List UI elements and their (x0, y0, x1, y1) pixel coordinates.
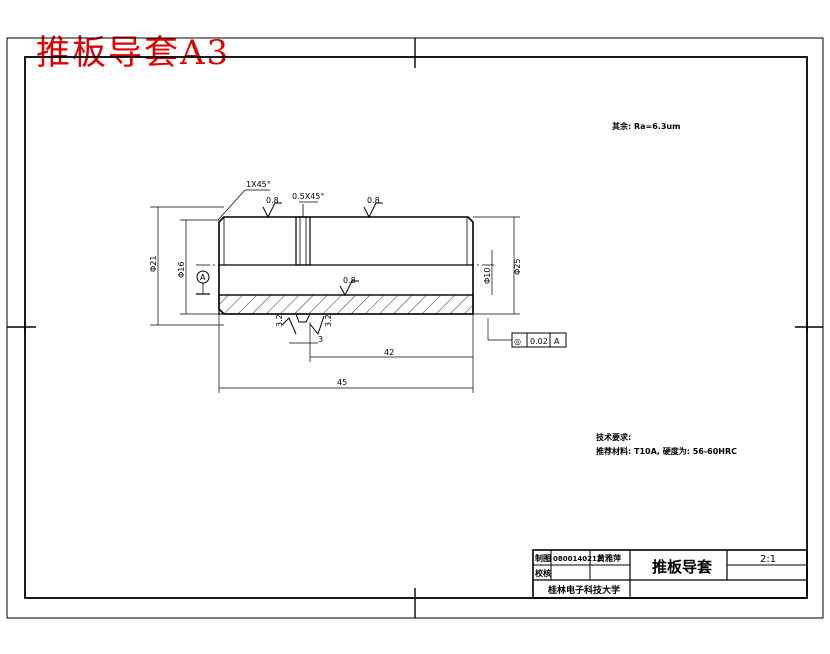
label-checked: 校核 (535, 568, 551, 578)
length-45-label: 45 (337, 378, 347, 387)
tech-requirements-heading: 技术要求: (596, 432, 631, 442)
section-hatch (218, 294, 474, 315)
outer-border (6, 37, 824, 619)
part-section-view (150, 189, 567, 393)
tolerance-datum: A (554, 337, 560, 346)
label-drawn: 制图 (535, 553, 551, 563)
roughness-label-b: 0.8 (367, 196, 380, 205)
inner-border (24, 56, 808, 599)
roughness-label-a: 0.8 (266, 196, 279, 205)
school-name: 桂林电子科技大学 (547, 584, 620, 596)
chamfer-left-label: 1X45° (246, 180, 271, 189)
chamfer-groove-label: 0.5X45° (292, 192, 324, 201)
part-outline (218, 216, 474, 315)
roughness-label-c: 0.8 (343, 276, 356, 285)
tolerance-value: 0.02 (530, 337, 548, 346)
tolerance-symbol: ◎ (514, 337, 521, 346)
roughness-label-e: 3.2 (324, 314, 333, 327)
part-name: 推板导套 (652, 558, 713, 576)
length-42-label: 42 (384, 348, 394, 357)
tolerance-frame (511, 332, 567, 348)
outer-dia-right-label: Φ25 (513, 259, 522, 275)
inner-dia-left-label: Φ16 (177, 262, 186, 278)
drawing-title: 推板导套A3 (36, 33, 231, 73)
student-id: 0800140212 (553, 555, 602, 563)
title-block: 制图 校核 0800140212 黄雅萍 推板导套 2:1 桂林电子科技大学 (532, 549, 808, 599)
roughness-label-d: 3.2 (275, 314, 284, 327)
scale: 2:1 (760, 554, 776, 565)
groove (295, 216, 311, 266)
material-note: 推荐材料: T10A, 硬度为: 56-60HRC (596, 446, 737, 456)
inner-bore-label: Φ10 (483, 268, 492, 284)
drafter-name: 黄雅萍 (597, 553, 621, 563)
dimension-labels: 1X45° 0.5X45° 0.8 0.8 0.8 3.2 3.2 A Φ21 … (149, 180, 560, 387)
groove-width-label: 3 (318, 335, 323, 344)
datum-a-label: A (200, 273, 206, 282)
outer-dia-left-label: Φ21 (149, 256, 158, 272)
center-marks (7, 38, 823, 618)
surface-finish-note: 其余: Ra=6.3um (612, 121, 680, 131)
